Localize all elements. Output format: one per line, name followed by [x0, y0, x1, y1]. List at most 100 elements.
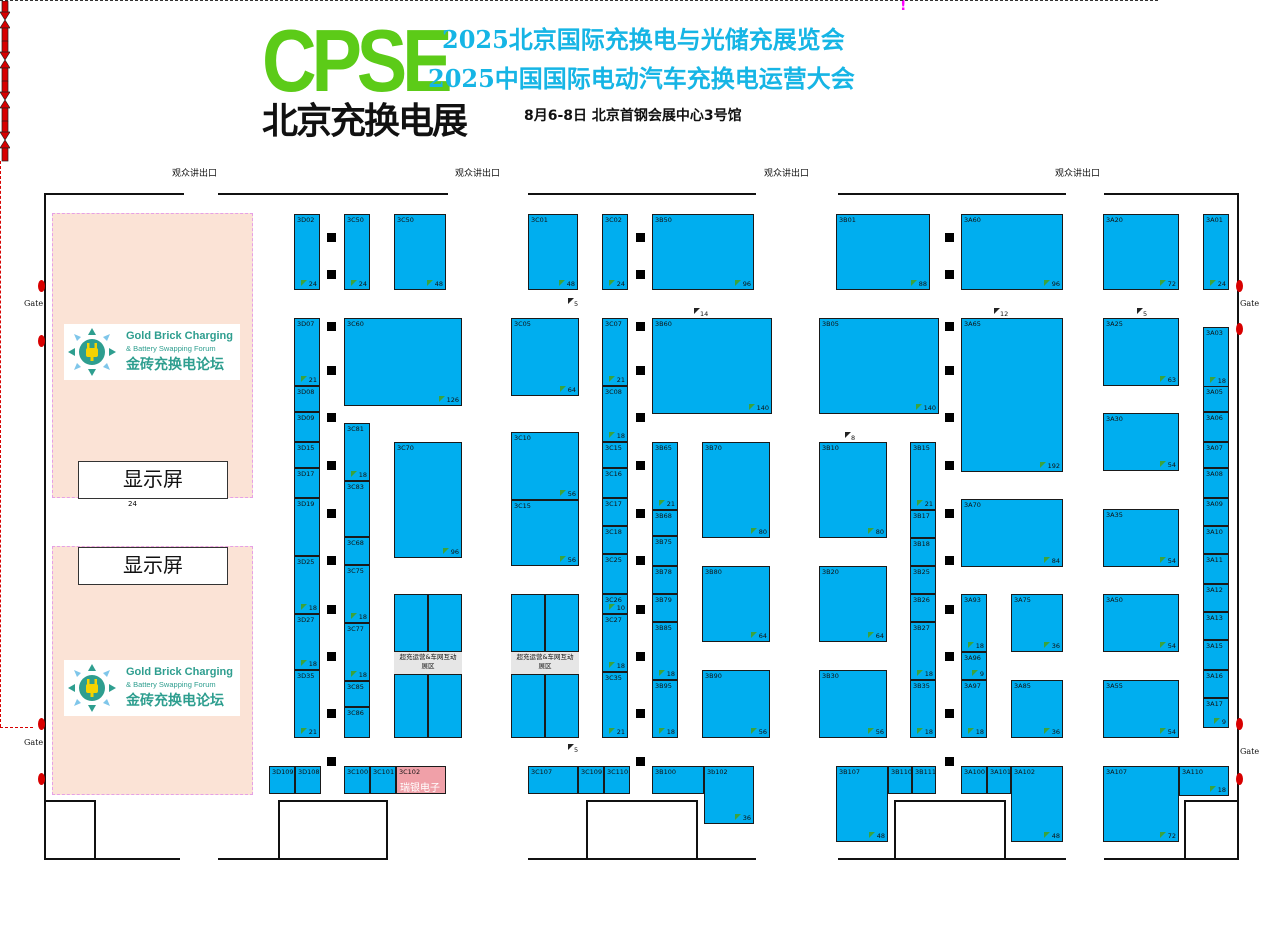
gate-icon	[1236, 773, 1243, 785]
booth-area: 72	[1167, 832, 1176, 840]
booth-code: 3C18	[605, 528, 622, 536]
booth-3d08: 3D08	[294, 386, 320, 412]
aisle-number: 8	[851, 434, 856, 442]
booth-area: 140	[756, 404, 769, 412]
booth-code: 3B75	[655, 538, 672, 546]
booth-code: 3C50	[347, 216, 364, 224]
hall-wall	[218, 858, 386, 860]
hall-wall	[44, 193, 184, 195]
exit-down-arrow-icon	[0, 80, 11, 101]
booth-code: 3D25	[297, 558, 315, 566]
zone-label-line: 展区	[538, 662, 552, 670]
flag-icon	[869, 832, 875, 838]
booth-area: 126	[446, 396, 459, 404]
forum-en-title: Gold Brick Charging	[126, 330, 233, 342]
hall-wall	[218, 193, 448, 195]
flag-icon	[751, 528, 757, 534]
forum-en-title: Gold Brick Charging	[126, 666, 233, 678]
gate-label: Gate	[1240, 299, 1260, 308]
pillar	[945, 652, 954, 661]
booth-area: 10	[616, 604, 625, 612]
pillar	[327, 270, 336, 279]
booth-area: 64	[567, 386, 576, 394]
booth-area: 48	[876, 832, 885, 840]
hall-wall	[894, 800, 896, 860]
flag-icon	[351, 471, 357, 477]
booth-area: 96	[742, 280, 751, 288]
booth-code: 3D109	[272, 768, 294, 776]
booth-3c05: 3C05 64	[511, 318, 579, 396]
booth-area: 18	[1217, 377, 1226, 385]
booth-area: 54	[1167, 557, 1176, 565]
flag-icon	[868, 632, 874, 638]
booth-code: 3D08	[297, 388, 315, 396]
booth-3a10: 3A10	[1203, 526, 1229, 554]
booth-code: 3B95	[655, 682, 672, 690]
pillar	[945, 605, 954, 614]
interactive-zone-booth-bottom	[545, 674, 579, 738]
zone-label-line: 超充运营&车网互动	[399, 653, 457, 661]
flag-icon	[968, 728, 974, 734]
flag-icon	[568, 298, 574, 304]
interactive-zone-booth-top	[394, 594, 428, 652]
forum-en-subtitle: & Battery Swapping Forum	[126, 680, 216, 689]
booth-3b17: 3B17	[910, 510, 936, 538]
exit-label: 观众讲出口	[455, 169, 501, 179]
booth-code: 3A03	[1206, 329, 1223, 337]
flag-icon	[845, 432, 851, 438]
plug-icon	[66, 326, 118, 378]
flag-icon	[560, 490, 566, 496]
hall-wall	[1004, 800, 1006, 860]
marker: !	[900, 0, 907, 14]
aisle-number: 12	[1000, 310, 1009, 318]
booth-code: 3B01	[839, 216, 856, 224]
pillar	[945, 233, 954, 242]
booth-code: 3B68	[655, 512, 672, 520]
booth-code: 3C05	[514, 320, 531, 328]
booth-area: 96	[450, 548, 459, 556]
booth-area: 18	[666, 728, 675, 736]
flag-icon	[1210, 786, 1216, 792]
booth-code: 3C15	[514, 502, 531, 510]
flag-icon	[351, 280, 357, 286]
booth-area: 54	[1167, 642, 1176, 650]
booth-3b26: 3B26	[910, 594, 936, 622]
booth-area: 64	[758, 632, 767, 640]
booth-3c100: 3C100	[344, 766, 370, 794]
flag-icon	[559, 280, 565, 286]
flag-icon	[609, 280, 615, 286]
booth-code: 3B111	[915, 768, 937, 776]
pillar	[327, 413, 336, 422]
booth-3d15: 3D15	[294, 442, 320, 468]
pillar	[327, 233, 336, 242]
gate-icon	[1236, 323, 1243, 335]
booth-code: 3A55	[1106, 682, 1123, 690]
booth-code: 3C35	[605, 674, 622, 682]
booth-3b75: 3B75	[652, 536, 678, 566]
flag-icon	[735, 814, 741, 820]
booth-code: 3B79	[655, 596, 672, 604]
flag-icon	[868, 528, 874, 534]
pillar	[327, 757, 336, 766]
booth-3c107: 3C107	[528, 766, 578, 794]
booth-area: 56	[567, 556, 576, 564]
booth-area: 18	[975, 728, 984, 736]
pillar	[327, 461, 336, 470]
flag-icon	[751, 632, 757, 638]
booth-3b79: 3B79	[652, 594, 678, 622]
booth-code: 3C02	[605, 216, 622, 224]
booth-area: 18	[666, 670, 675, 678]
hall-wall	[696, 800, 698, 860]
booth-area: 84	[1051, 557, 1060, 565]
pillar	[636, 461, 645, 470]
booth-area: 96	[1051, 280, 1060, 288]
exit-up-arrow-icon	[0, 99, 11, 122]
booth-code: 3C25	[605, 556, 622, 564]
